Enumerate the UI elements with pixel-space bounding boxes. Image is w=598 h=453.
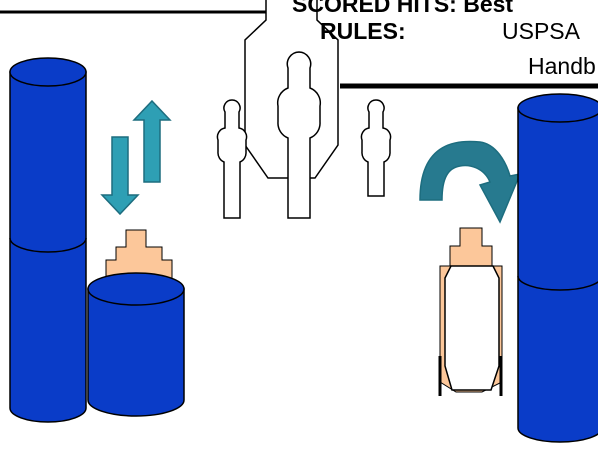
short-barrel bbox=[87, 272, 185, 417]
curved-arrow-icon bbox=[419, 140, 522, 224]
scored-hits-label: SCORED HITS: Best bbox=[292, 0, 514, 17]
right-turning-target bbox=[438, 227, 503, 396]
rules-label: RULES: bbox=[320, 18, 406, 44]
left-barrel-stack bbox=[9, 57, 87, 423]
right-barrel-stack bbox=[517, 93, 598, 443]
center-small-target bbox=[276, 51, 322, 219]
rules-value-line2: Handb bbox=[528, 53, 596, 79]
left-small-target bbox=[216, 99, 248, 219]
rules-value: USPSA bbox=[502, 18, 580, 44]
right-small-target bbox=[360, 99, 392, 197]
up-down-arrows-icon bbox=[100, 99, 172, 216]
